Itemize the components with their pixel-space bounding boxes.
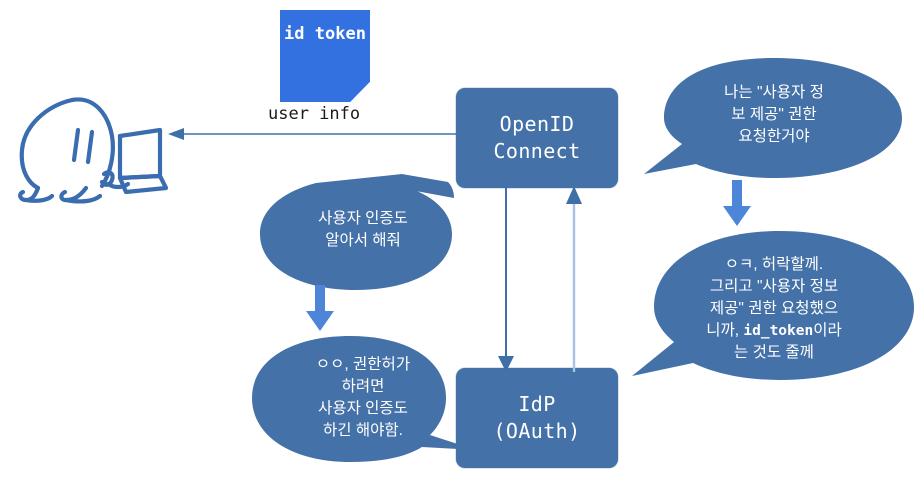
arrow-userinfo-to-user	[168, 124, 468, 144]
document-line-2: token	[314, 24, 366, 44]
node-openid-line-2: Connect	[493, 139, 581, 163]
document-text: id token	[280, 10, 370, 47]
bubble-grant-token: ㅇㅋ, 허락할께. 그리고 "사용자 정보 제공" 권한 요청했으 니까, id…	[630, 228, 918, 388]
node-idp-line-1: IdP	[518, 392, 556, 416]
arrow-openid-to-idp	[494, 186, 518, 372]
bubble-request-scope: 나는 "사용자 정 보 제공" 권한 요청한거야	[640, 56, 908, 186]
node-idp-oauth[interactable]: IdP (OAuth)	[456, 368, 618, 468]
arrow-block-left-icon	[305, 285, 334, 331]
bubble-auth-required: ㅇㅇ, 권한허가 하려면 사용자 인증도 하긴 해야함.	[246, 332, 480, 466]
id-token-document: id token	[280, 10, 370, 102]
arrow-block-right-icon	[722, 180, 751, 226]
document-shape	[280, 10, 370, 102]
node-openid-connect[interactable]: OpenID Connect	[456, 88, 618, 188]
document-line-1: id	[284, 24, 305, 44]
node-idp-line-2: (OAuth)	[493, 419, 581, 443]
user-with-laptop-icon	[8, 88, 188, 208]
arrow-idp-to-openid	[562, 186, 586, 372]
node-openid-line-1: OpenID	[499, 112, 575, 136]
user-info-caption: user info	[268, 104, 361, 124]
bubble-delegate-auth: 사용자 인증도 알아서 해줘	[252, 172, 474, 294]
